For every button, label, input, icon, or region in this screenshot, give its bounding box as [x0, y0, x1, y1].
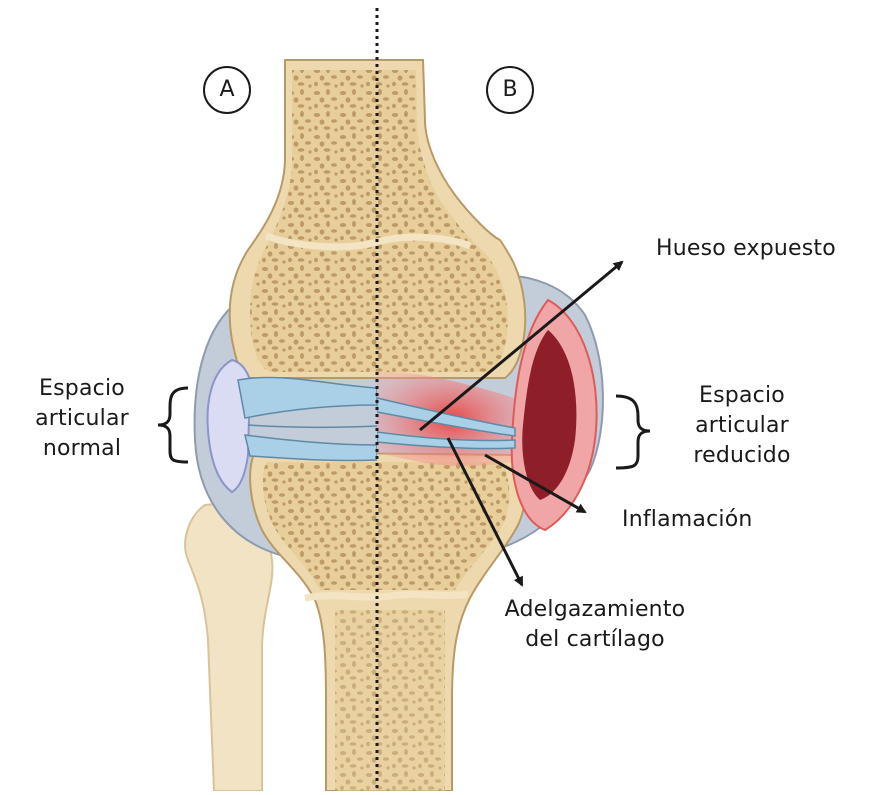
inflammation-label: Inflamación: [622, 505, 753, 535]
tibia-growth-line: [305, 594, 468, 598]
panel-a-label: A: [203, 66, 251, 114]
panel-b-label: B: [486, 66, 534, 114]
curly-bracket-icon: [616, 396, 650, 468]
cartilage-thinning-label: Adelgazamiento del cartílago: [480, 595, 710, 655]
tibia-shaft-trabecular: [335, 610, 445, 791]
curly-bracket-icon: [158, 388, 188, 462]
exposed-bone-label: Hueso expuesto: [656, 234, 836, 264]
reduced-space-label: Espacio articular reducido: [672, 381, 812, 471]
normal-space-label: Espacio articular normal: [12, 374, 152, 464]
